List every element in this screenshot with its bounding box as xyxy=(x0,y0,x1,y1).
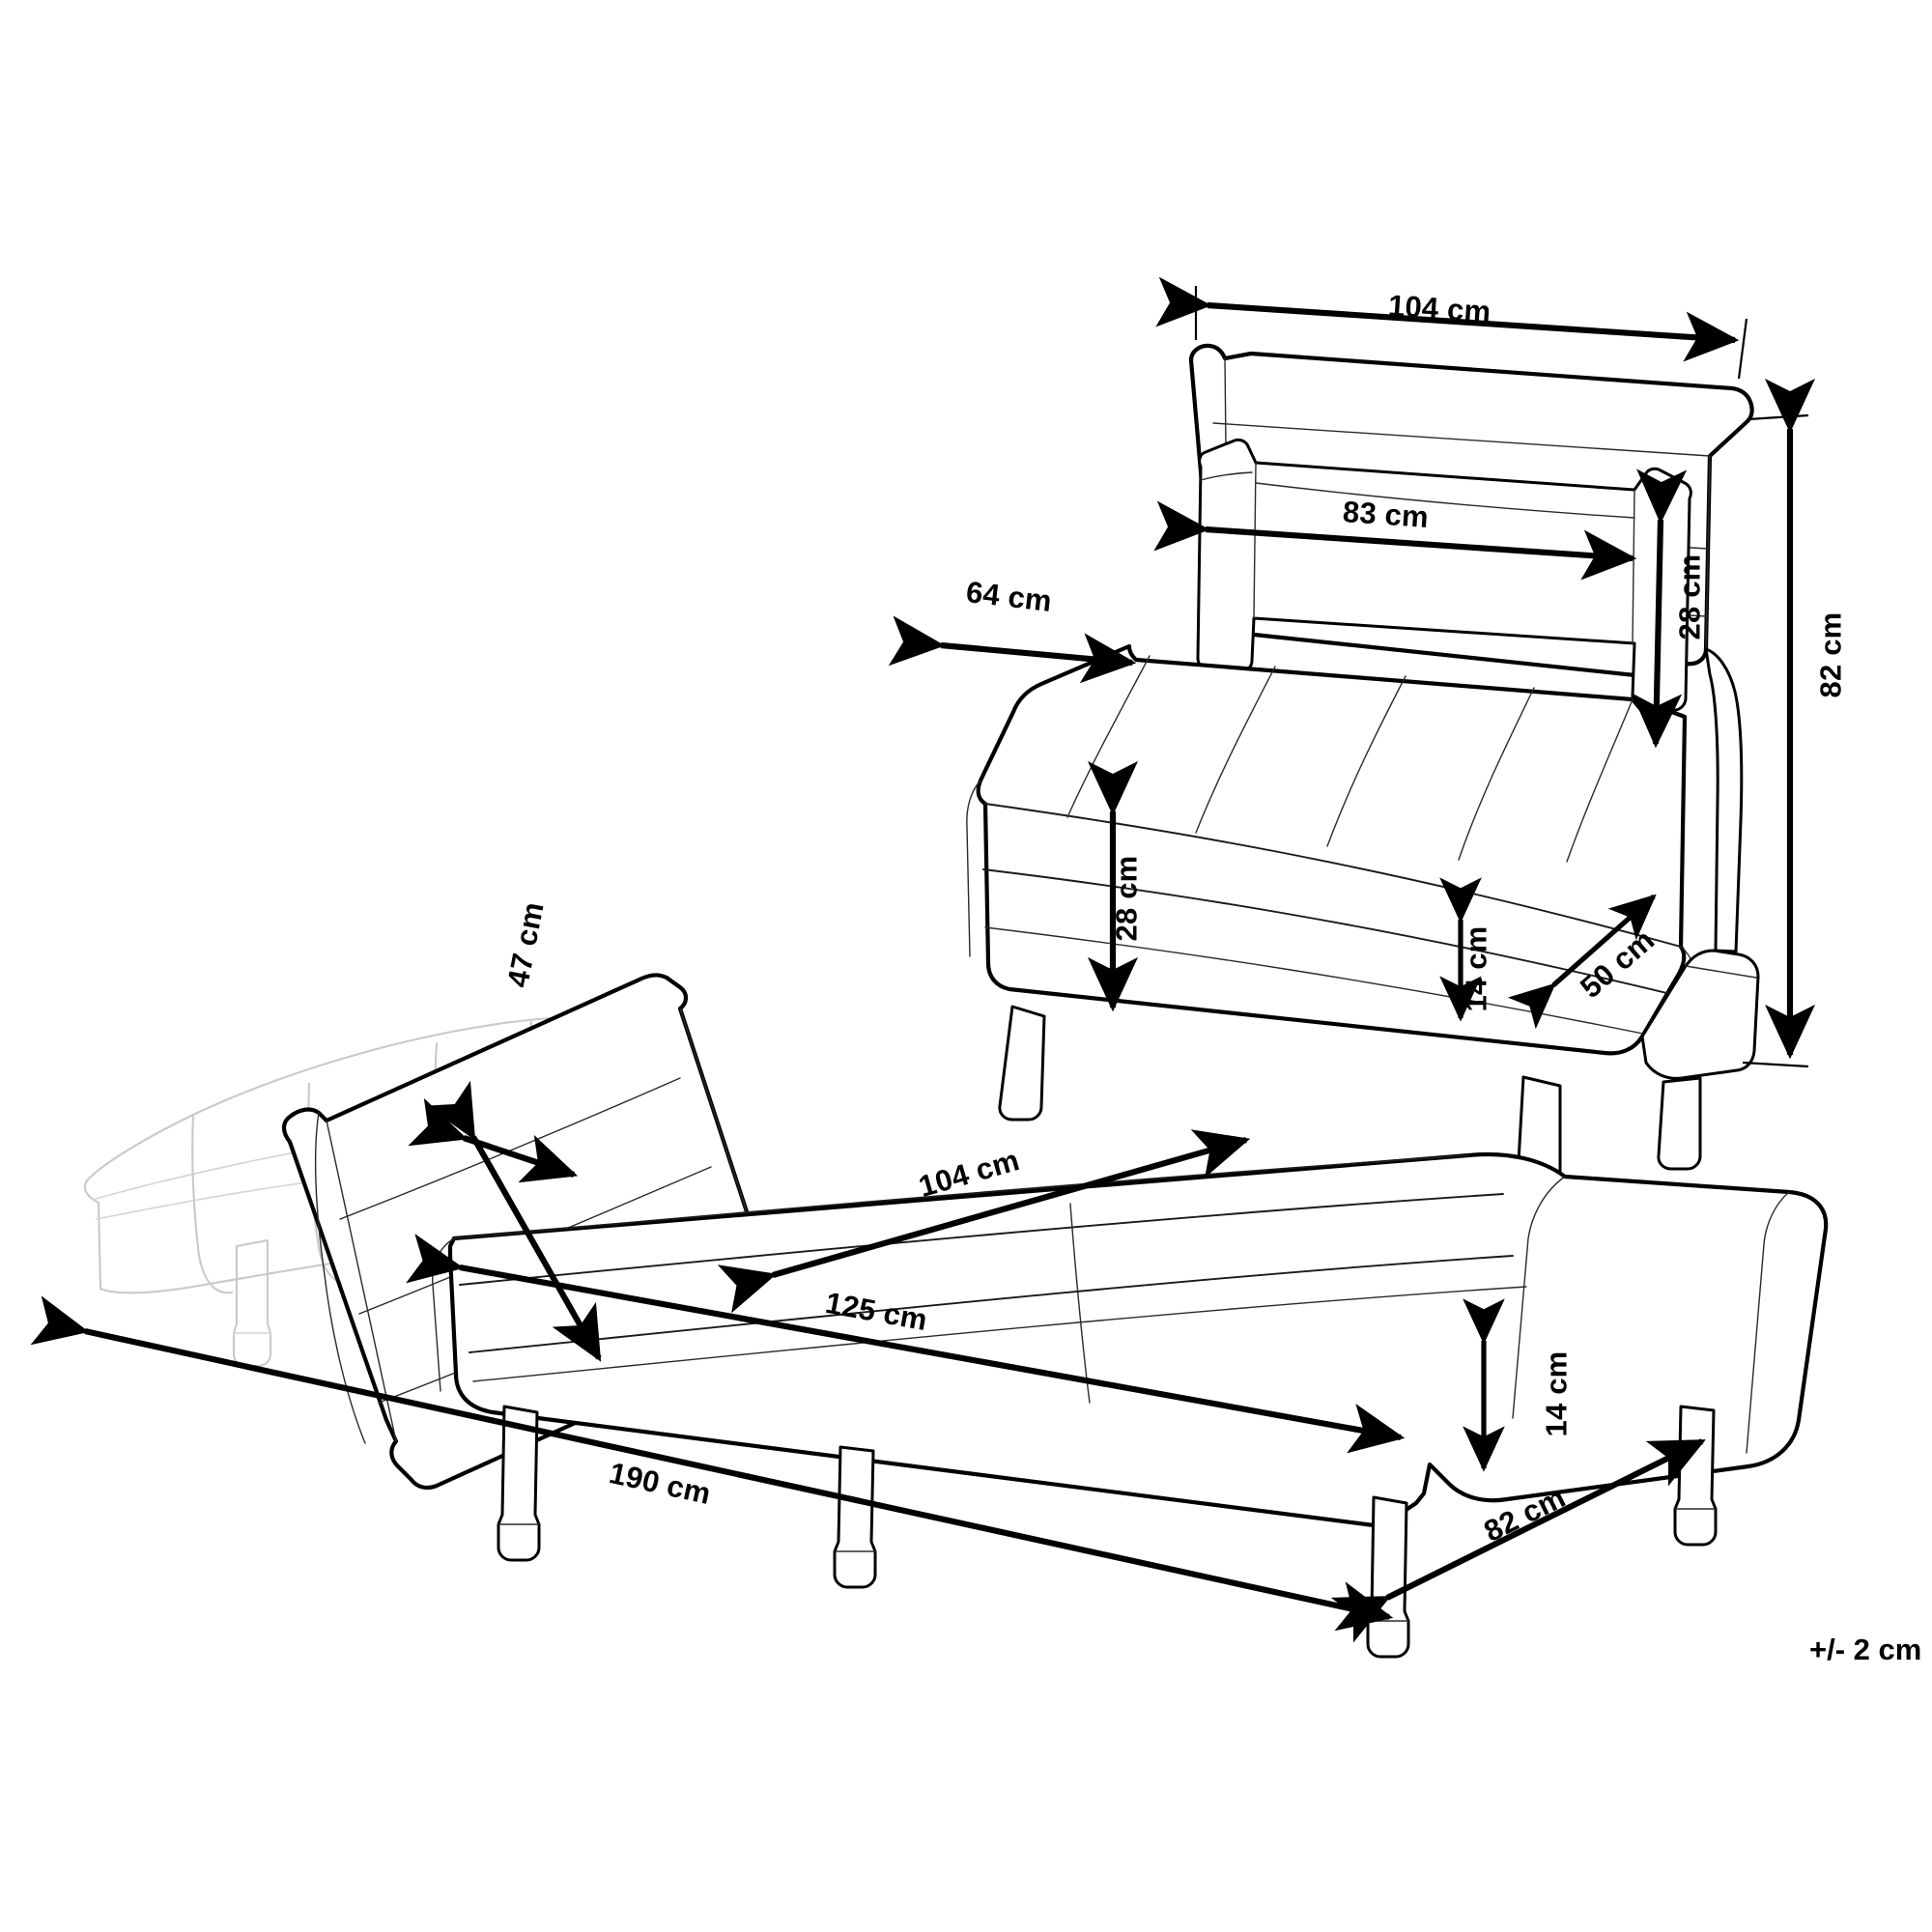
dim-upright-height-82 xyxy=(1742,378,1816,1068)
tolerance-note: +/- 2 cm xyxy=(1809,1633,1922,1666)
label-upright-backrest-thickness-28: 28 cm xyxy=(1672,554,1707,640)
dim-upright-backrest-thickness-28 xyxy=(1632,469,1688,749)
upright-chair-view xyxy=(888,276,1816,1194)
chair-side-base xyxy=(1640,949,1760,1080)
label-upright-leg-height-14: 14 cm xyxy=(1459,925,1493,1012)
dim-flat-bed-width-82 xyxy=(1330,1438,1706,1643)
label-upright-height-82: 82 cm xyxy=(1813,611,1848,698)
dim-upright-base-depth-50 xyxy=(1507,894,1657,1030)
dim-upright-backrest-width-83 xyxy=(1153,500,1637,581)
label-upright-backrest-width-83: 83 cm xyxy=(1341,495,1431,534)
flat-bed-view xyxy=(30,973,1829,1659)
dim-flat-bed-length-190 xyxy=(30,1295,1394,1632)
label-upright-seat-height-28: 28 cm xyxy=(1109,855,1144,942)
label-flat-bed-height-14: 14 cm xyxy=(1539,1350,1574,1437)
chair-right-frame xyxy=(1704,647,1744,953)
dim-upright-depth-64 xyxy=(888,615,1137,684)
dim-upright-width-104 xyxy=(1155,276,1748,380)
label-upright-width-104: 104 cm xyxy=(1387,288,1492,329)
